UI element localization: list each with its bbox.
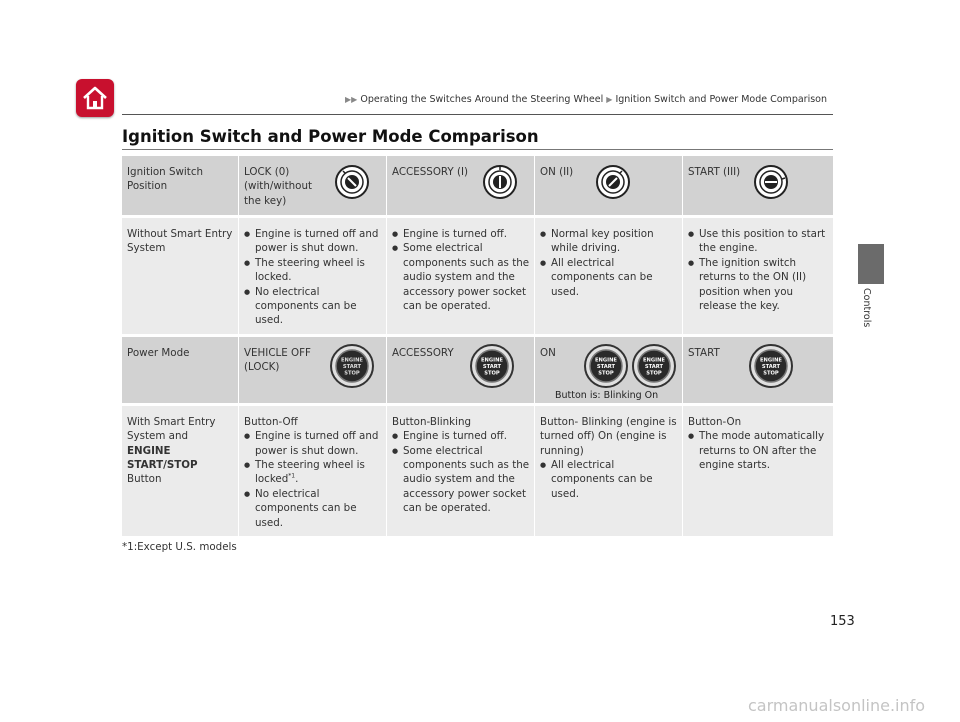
home-button[interactable] [76, 79, 114, 117]
cell-accessory: ACCESSORY (I) [386, 156, 534, 218]
button-text-stop: STOP [344, 370, 360, 376]
cell-power-start: START ENGINE START STOP [682, 336, 833, 406]
button-text-engine: ENGINE [595, 357, 617, 363]
list-item: The ignition switch returns to the ON (I… [688, 256, 829, 314]
list-item: Engine is turned off and power is shut d… [244, 429, 382, 458]
list-item: The steering wheel is locked. [244, 256, 382, 285]
page-number: 153 [830, 614, 855, 629]
watermark: carmanualsonline.info [748, 696, 926, 715]
list-item: Use this position to start the engine. [688, 227, 829, 256]
engine-start-stop-button-off-icon: ENGINE START STOP [330, 343, 374, 388]
button-text-stop: STOP [598, 370, 614, 376]
button-text-engine: ENGINE [341, 357, 363, 363]
breadcrumb-arrow-icon: ▶ [606, 95, 613, 104]
button-text-start: START [597, 364, 616, 370]
button-text-stop: STOP [646, 370, 662, 376]
cell-heading: Button-Off [244, 415, 298, 428]
cell-heading: Button-On [688, 415, 742, 428]
list-item-text: The steering wheel is locked [255, 459, 365, 486]
cell-button-blinking: Button-Blinking Engine is turned off. So… [386, 405, 534, 540]
table-row-ignition-switch-position: Ignition Switch Position LOCK (0) (with/… [122, 156, 833, 218]
table-row-without-smart-entry: Without Smart Entry System Engine is tur… [122, 218, 833, 337]
list-item: Engine is turned off. [392, 429, 530, 444]
cell-start: START (III) [682, 156, 833, 218]
cell-button-on-blinking: Button- Blinking (engine is turned off) … [534, 405, 682, 540]
breadcrumb-arrow-icon: ▶▶ [345, 95, 358, 104]
cell-lock-description: Engine is turned off and power is shut d… [238, 218, 386, 337]
table-row-power-mode: Power Mode VEHICLE OFF (LOCK) ENGINE STA… [122, 336, 833, 406]
cell-vehicle-off: VEHICLE OFF (LOCK) ENGINE START STOP [238, 336, 386, 406]
engine-start-stop-button-blinking-icon: ENGINE START STOP [470, 343, 514, 388]
list-item: Some electrical components such as the a… [392, 444, 530, 516]
cell-power-accessory: ACCESSORY ENGINE START STOP [386, 336, 534, 406]
cell-power-on: ON ENGINE START STOP ENGINE START STOP [534, 336, 682, 406]
button-text-start: START [645, 364, 664, 370]
cell-button-on: Button-On The mode automatically returns… [682, 405, 833, 540]
list-item: No electrical components can be used. [244, 285, 382, 328]
engine-start-stop-button-blinking-icon: ENGINE START STOP [584, 343, 628, 388]
engine-start-stop-button-on-icon: ENGINE START STOP [632, 343, 676, 388]
home-icon [83, 86, 107, 110]
cell-accessory-description: Engine is turned off. Some electrical co… [386, 218, 534, 337]
list-item: All electrical components can be used. [540, 458, 678, 501]
vehicle-off-label: VEHICLE OFF (LOCK) [244, 346, 311, 374]
cell-on: ON (II) [534, 156, 682, 218]
row-label-ignition-switch-position: Ignition Switch Position [122, 156, 238, 218]
button-text-engine: ENGINE [643, 357, 665, 363]
title-divider [122, 149, 833, 150]
cell-heading: Button- Blinking (engine is turned off) … [540, 415, 677, 457]
button-state-caption: Button is: Blinking On [555, 390, 659, 401]
list-item: No electrical components can be used. [244, 487, 382, 530]
key-switch-start-icon [754, 165, 788, 199]
list-item: Engine is turned off. [392, 227, 530, 242]
list-item: All electrical components can be used. [540, 256, 678, 299]
side-tab-marker[interactable] [858, 244, 884, 284]
on-label: ON (II) [540, 166, 574, 178]
key-switch-on-icon [596, 165, 630, 199]
label-text: With Smart Entry System and [127, 415, 216, 443]
cell-lock: LOCK (0) (with/without the key) [238, 156, 386, 218]
row-label-power-mode: Power Mode [122, 336, 238, 406]
cell-start-description: Use this position to start the engine. T… [682, 218, 833, 337]
list-item: Engine is turned off and power is shut d… [244, 227, 382, 256]
list-item: Some electrical components such as the a… [392, 241, 530, 313]
side-tab-label: Controls [861, 288, 872, 328]
engine-start-stop-button-on-icon: ENGINE START STOP [749, 343, 793, 388]
button-text-engine: ENGINE [481, 357, 503, 363]
button-text-start: START [483, 364, 502, 370]
key-switch-lock-icon [335, 165, 369, 199]
start-label: START (III) [688, 166, 741, 178]
list-item: Normal key position while driving. [540, 227, 678, 256]
row-label-without-smart-entry: Without Smart Entry System [122, 218, 238, 337]
breadcrumb: ▶▶ Operating the Switches Around the Ste… [345, 94, 827, 105]
key-switch-accessory-icon [483, 165, 517, 199]
button-text-start: START [343, 364, 362, 370]
button-text-stop: STOP [484, 370, 500, 376]
header-divider [122, 114, 833, 115]
power-start-label: START [688, 346, 720, 359]
footnote: *1:Except U.S. models [122, 541, 237, 553]
cell-heading: Button-Blinking [392, 415, 472, 428]
label-bold-text: ENGINE START/STOP [127, 444, 198, 472]
breadcrumb-link-operating-switches[interactable]: Operating the Switches Around the Steeri… [360, 94, 604, 105]
cell-button-off: Button-Off Engine is turned off and powe… [238, 405, 386, 540]
button-text-start: START [762, 364, 781, 370]
footnote-ref: *1 [288, 473, 296, 481]
button-text-engine: ENGINE [760, 357, 782, 363]
breadcrumb-current: Ignition Switch and Power Mode Compariso… [615, 94, 827, 105]
label-text: Button [127, 473, 162, 486]
row-label-with-smart-entry: With Smart Entry System and ENGINE START… [122, 405, 238, 540]
page-title: Ignition Switch and Power Mode Compariso… [122, 127, 539, 146]
lock-label: LOCK (0) (with/without the key) [244, 166, 313, 207]
comparison-table: Ignition Switch Position LOCK (0) (with/… [122, 156, 833, 540]
list-item: The steering wheel is locked*1. [244, 458, 382, 487]
power-accessory-label: ACCESSORY [392, 346, 454, 359]
accessory-label: ACCESSORY (I) [392, 166, 469, 178]
list-item: The mode automatically returns to ON aft… [688, 429, 829, 472]
power-on-label: ON [540, 346, 556, 359]
table-row-with-smart-entry: With Smart Entry System and ENGINE START… [122, 405, 833, 540]
button-text-stop: STOP [763, 370, 779, 376]
cell-on-description: Normal key position while driving. All e… [534, 218, 682, 337]
